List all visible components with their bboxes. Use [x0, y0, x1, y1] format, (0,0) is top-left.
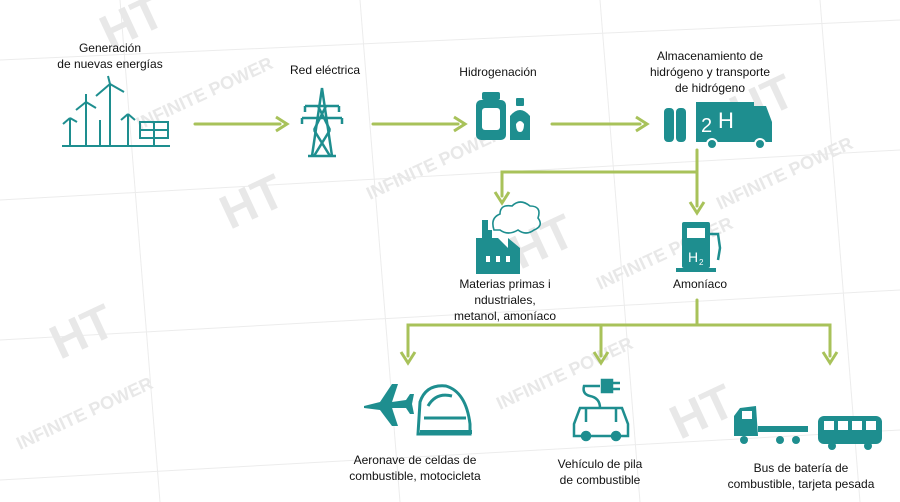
node-industrial-label: Materias primas i ndustriales, metanol, …	[420, 276, 590, 324]
label-line: Materias primas i	[459, 277, 551, 291]
label-line: Aeronave de celdas de	[353, 453, 477, 467]
h2-pump-icon: H 2	[676, 222, 722, 272]
label-line: Generación	[78, 41, 142, 55]
car-plug-icon	[572, 378, 630, 442]
node-generation-label: Generación de nuevas energías	[30, 40, 190, 72]
label-line: Amoníaco	[672, 277, 728, 291]
factory-icon	[476, 201, 542, 274]
svg-text:2: 2	[699, 258, 704, 267]
arrowhead	[493, 191, 511, 206]
node-vehicle-label: Vehículo de pila de combustible	[530, 456, 670, 488]
arrowhead	[635, 115, 650, 133]
svg-text:2: 2	[701, 115, 712, 137]
arrowhead	[592, 351, 610, 366]
node-hydrogenation-label: Hidrogenación	[438, 64, 558, 80]
bottles-icon	[476, 92, 530, 140]
label-line: hidrógeno y transporte	[649, 65, 771, 79]
label-line: de combustible	[559, 473, 641, 487]
arrow-ammonia-to-bus	[695, 323, 832, 358]
node-aircraft-label: Aeronave de celdas de combustible, motoc…	[330, 452, 500, 484]
label-line: metanol, amoníaco	[453, 309, 557, 323]
arrowhead	[453, 115, 468, 133]
label-line: Vehículo de pila	[557, 457, 643, 471]
node-bus-label: Bus de batería de combustible, tarjeta p…	[706, 460, 896, 492]
arrow-ammonia-to-uses	[406, 298, 699, 358]
label-line: ndustriales,	[474, 293, 536, 307]
power-tower-icon	[300, 87, 344, 158]
arrowhead	[688, 201, 706, 216]
label-line: Almacenamiento de	[656, 49, 764, 63]
plane-train-icon	[364, 384, 472, 436]
h2-truck-icon: 2 H	[664, 102, 772, 150]
label-line: de hidrógeno	[674, 81, 746, 95]
label-line: Red eléctrica	[289, 63, 361, 77]
svg-text:H: H	[718, 108, 734, 133]
arrowhead	[275, 115, 290, 133]
label-line: de nuevas energías	[57, 57, 163, 71]
node-storage-label: Almacenamiento de hidrógeno y transporte…	[630, 48, 790, 96]
arrow-storage-to-industrial	[500, 148, 699, 198]
label-line: combustible, motocicleta	[349, 469, 481, 483]
node-grid-label: Red eléctrica	[265, 62, 385, 78]
label-line: Hidrogenación	[459, 65, 537, 79]
arrowhead	[821, 351, 839, 366]
arrowhead	[399, 351, 417, 366]
label-line: Bus de batería de	[753, 461, 849, 475]
svg-text:H: H	[688, 249, 698, 265]
node-ammonia-label: Amoníaco	[640, 276, 760, 292]
truck-bus-icon	[734, 406, 882, 450]
label-line: combustible, tarjeta pesada	[727, 477, 875, 491]
wind-solar-icon	[62, 75, 170, 147]
